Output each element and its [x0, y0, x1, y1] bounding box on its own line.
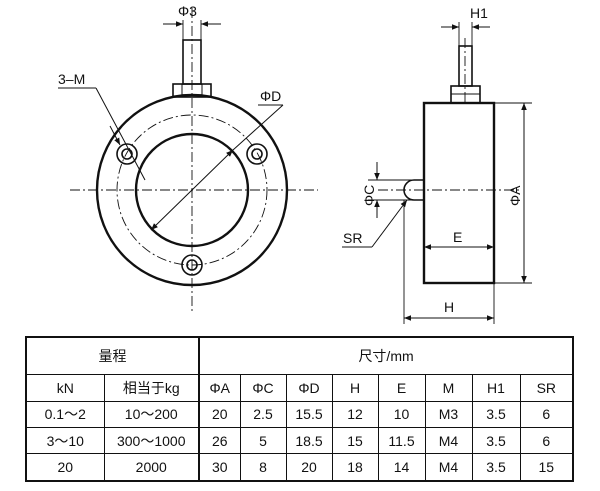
column-header: H1	[471, 374, 521, 402]
table-cell: 3.5	[471, 400, 521, 429]
table-cell: 2.5	[239, 400, 287, 429]
h1-label: H1	[470, 5, 488, 21]
table-cell: 6	[519, 400, 574, 429]
h-label: H	[444, 299, 454, 315]
table-cell: 26	[198, 427, 241, 455]
column-header: ΦA	[198, 374, 241, 402]
table-cell: 20	[25, 453, 105, 482]
load-cell-body	[422, 101, 496, 285]
spherical-button	[403, 179, 424, 201]
sr-label: SR	[343, 230, 362, 246]
table-cell: 8	[239, 453, 287, 482]
table-cell: 5	[239, 427, 287, 455]
table-cell: 12	[331, 400, 379, 429]
table-cell: 3.5	[471, 427, 521, 455]
table-cell: 6	[519, 427, 574, 455]
table-cell: 18.5	[285, 427, 333, 455]
group-header-dims: 尺寸/mm	[198, 336, 574, 376]
table-cell: 300～1000	[103, 427, 200, 455]
table-cell: 14	[377, 453, 426, 482]
technical-drawing: 3–M ΦD Φ3	[58, 3, 532, 324]
table-column-header-row: kN 相当于kg ΦA ΦC ΦD H E M H1 SR	[25, 374, 574, 402]
column-header: 相当于kg	[103, 374, 200, 402]
table-cell: 15.5	[285, 400, 333, 429]
inner-bore	[134, 132, 250, 248]
side-stud	[458, 45, 473, 87]
phi-c-label: ΦC	[361, 185, 377, 206]
spec-table: 量程 尺寸/mm kN 相当于kg ΦA ΦC ΦD H E M H1 SR 0…	[25, 336, 575, 482]
table-cell: 15	[519, 453, 574, 482]
outer-ring	[95, 93, 289, 287]
table-cell: 3～10	[25, 427, 105, 455]
table-cell: M3	[424, 400, 473, 429]
table-row: 0.1～2 10～200 20 2.5 15.5 12 10 M3 3.5 6	[25, 400, 574, 429]
table-cell: 18	[331, 453, 379, 482]
front-stud	[182, 39, 202, 85]
table-cell: M4	[424, 427, 473, 455]
column-header: ΦD	[285, 374, 333, 402]
side-view	[342, 22, 532, 324]
inner-diameter-label: ΦD	[260, 88, 281, 104]
column-header: E	[377, 374, 426, 402]
table-cell: 15	[331, 427, 379, 455]
column-header: kN	[25, 374, 105, 402]
table-row: 3～10 300～1000 26 5 18.5 15 11.5 M4 3.5 6	[25, 427, 574, 455]
table-cell: 10～200	[103, 400, 200, 429]
table-row: 20 2000 30 8 20 18 14 M4 3.5 15	[25, 453, 574, 482]
column-header: SR	[519, 374, 574, 402]
mounting-hole-1	[116, 143, 138, 165]
column-header: M	[424, 374, 473, 402]
front-view	[58, 8, 318, 312]
table-cell: 10	[377, 400, 426, 429]
thread-label: 3–M	[58, 71, 85, 87]
mounting-hole-2	[246, 143, 268, 165]
table-cell: 2000	[103, 453, 200, 482]
mounting-hole-3	[181, 254, 203, 276]
table-cell: 11.5	[377, 427, 426, 455]
table-cell: 20	[285, 453, 333, 482]
table-cell: M4	[424, 453, 473, 482]
table-cell: 30	[198, 453, 241, 482]
column-header: H	[331, 374, 379, 402]
table-cell: 0.1～2	[25, 400, 105, 429]
table-cell: 20	[198, 400, 241, 429]
stud-diameter-label: Φ3	[178, 3, 197, 19]
bolt-pitch-circle	[116, 114, 268, 266]
phi-a-label: ΦA	[507, 185, 523, 206]
table-cell: 3.5	[471, 453, 521, 482]
column-header: ΦC	[239, 374, 287, 402]
e-label: E	[453, 229, 462, 245]
group-header-range: 量程	[25, 336, 200, 376]
table-group-header-row: 量程 尺寸/mm	[25, 336, 574, 376]
